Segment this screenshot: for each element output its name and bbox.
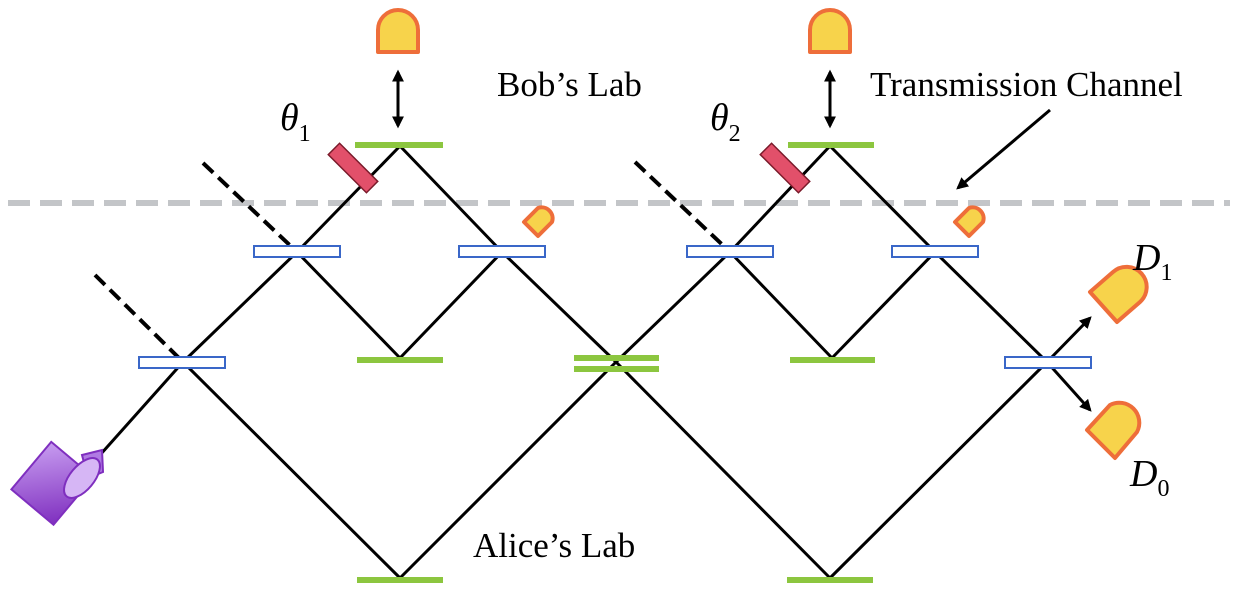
detector-icon xyxy=(376,8,420,54)
leak-path-bs2 xyxy=(201,161,299,254)
beam-splitter-icon xyxy=(1004,356,1092,369)
leak-path-bs4 xyxy=(633,160,732,254)
laser-source-icon xyxy=(9,440,105,527)
transmission-channel-pointer xyxy=(956,108,1051,190)
alice-lab-label: Alice’s Lab xyxy=(473,526,635,565)
leak-path-bs1 xyxy=(93,273,185,364)
detector-icon xyxy=(953,205,986,238)
mirrors xyxy=(355,142,875,583)
beam-splitter-icon xyxy=(458,245,546,258)
beam-bs2-down-to-mirror xyxy=(295,250,402,360)
beam-bs5-to-bs6 xyxy=(933,250,1049,364)
beam-splitter-icon xyxy=(686,245,774,258)
beam-mirror-to-bs5 xyxy=(830,250,937,360)
beam-bs1-down-to-alice-mirror1 xyxy=(181,360,402,580)
leak-paths xyxy=(93,160,732,364)
detector-d1-icon xyxy=(1088,264,1149,324)
beam-splitter-icon xyxy=(253,245,341,258)
phase-shifter-icon xyxy=(327,142,379,194)
beam-bob-mirror1-to-bs3 xyxy=(398,144,504,254)
beam-bs4-down-to-mirror xyxy=(728,250,834,360)
beam-center-mirror-to-alice-mirror2 xyxy=(614,360,832,580)
d0-label: D0 xyxy=(1129,453,1169,502)
d1-label: D1 xyxy=(1132,237,1172,286)
beam-splitter-icon xyxy=(891,245,979,258)
theta1-label: θ1 xyxy=(280,97,311,147)
beam-source-to-bs1 xyxy=(98,361,185,456)
beam-bs1-up-to-bs2 xyxy=(181,250,299,364)
bob-lab-label: Bob’s Lab xyxy=(497,65,642,104)
beam-to-d0 xyxy=(1045,360,1092,412)
beam-to-d1 xyxy=(1045,316,1092,364)
beam-center-mirror-to-bs4 xyxy=(614,250,732,364)
theta2-label: θ2 xyxy=(710,97,741,147)
transmission-channel-label: Transmission Channel xyxy=(870,65,1183,104)
detector-d0-icon xyxy=(1085,400,1142,460)
detector-icon xyxy=(808,8,852,54)
beam-bob-mirror2-to-bs5 xyxy=(828,144,937,254)
beam-alice-mirror1-to-center-mirror xyxy=(398,360,618,580)
beam-paths xyxy=(98,144,1092,580)
beam-bs4-up-through-theta2 xyxy=(728,144,832,254)
beam-alice-mirror2-to-bs6 xyxy=(828,360,1049,580)
beam-bs2-up-through-theta1 xyxy=(295,144,402,254)
beam-bs3-to-center-mirror xyxy=(500,250,618,364)
phase-shifter-icon xyxy=(759,142,811,194)
beam-mirror-to-bs3 xyxy=(398,250,504,360)
detector-icon xyxy=(522,205,555,238)
beam-splitters xyxy=(138,245,1092,369)
beam-splitter-icon xyxy=(138,356,226,369)
